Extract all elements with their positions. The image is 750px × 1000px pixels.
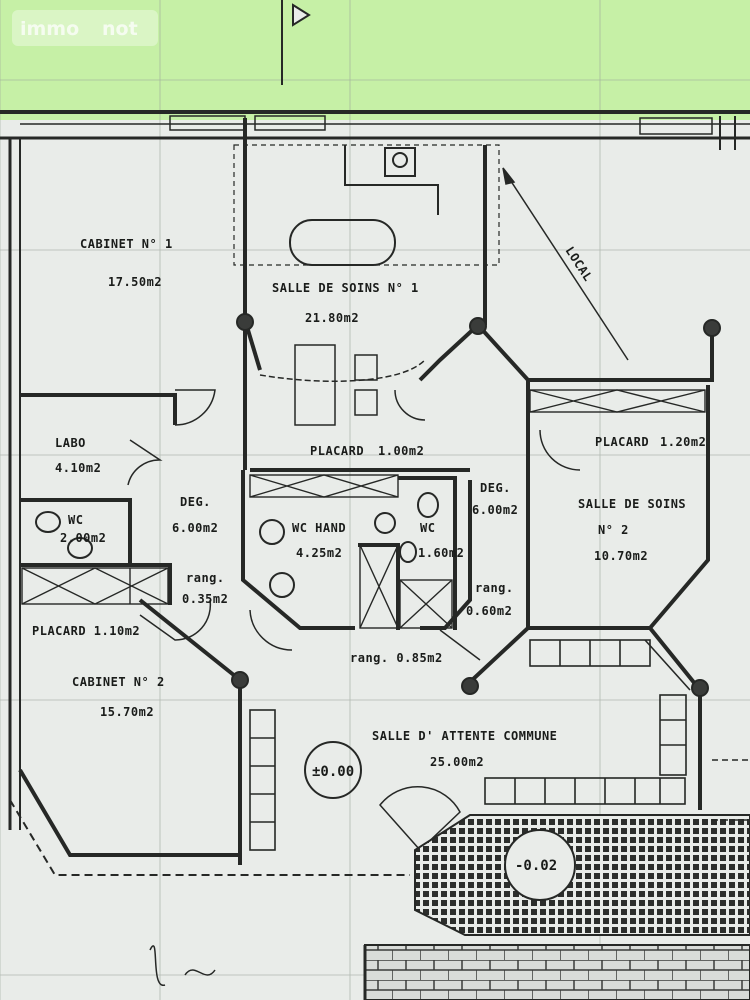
soins1-name: SALLE DE SOINS N° 1 <box>272 281 419 295</box>
soins2-name: SALLE DE SOINS <box>578 497 686 511</box>
soins2-area: 10.70m2 <box>594 549 648 563</box>
entrance-level: -0.02 <box>515 858 557 874</box>
waiting-seats <box>249 639 691 851</box>
placard3-label: PLACARD 1.10m2 <box>32 624 140 638</box>
fixtures <box>35 145 439 598</box>
entrance-tiles <box>414 814 750 936</box>
labo-area: 4.10m2 <box>55 461 101 475</box>
attente-name: SALLE D' ATTENTE COMMUNE <box>372 729 557 743</box>
wc2-area: 1.60m2 <box>418 546 464 560</box>
placard-hatches <box>21 389 706 629</box>
labo-name: LABO <box>55 436 86 450</box>
wchand-name: WC HAND <box>292 521 346 535</box>
deg1-area: 6.00m2 <box>172 521 218 535</box>
wchand-area: 4.25m2 <box>296 546 342 560</box>
rang3-label: rang. 0.85m2 <box>350 651 443 665</box>
placard2-name: PLACARD <box>595 435 649 449</box>
attente-area: 25.00m2 <box>430 755 484 769</box>
screen-tint <box>0 0 750 120</box>
placard1-area: 1.00m2 <box>378 444 424 458</box>
left-outer-wall <box>8 138 410 876</box>
wc1-name: WC <box>68 513 83 527</box>
cabinet2-area: 15.70m2 <box>100 705 154 719</box>
watermark-left: immo <box>20 18 79 40</box>
rang1-name: rang. <box>186 571 225 585</box>
entrance-level-circle <box>504 829 576 901</box>
cabinet1-area: 17.50m2 <box>108 275 162 289</box>
facade-top <box>0 110 750 150</box>
main-level-circle <box>304 741 362 799</box>
placard1-name: PLACARD <box>310 444 364 458</box>
local-arrow-icon <box>502 167 629 361</box>
deg2-area: 6.00m2 <box>472 503 518 517</box>
deg1-name: DEG. <box>180 495 211 509</box>
rang1-area: 0.35m2 <box>182 592 228 606</box>
deg2-name: DEG. <box>480 481 511 495</box>
right-edge-wall <box>712 759 750 821</box>
watermark-right: not <box>102 18 138 40</box>
rang2-name: rang. <box>475 581 514 595</box>
soins1-area: 21.80m2 <box>305 311 359 325</box>
structural-columns <box>231 313 721 697</box>
paving-strip <box>364 944 750 1000</box>
wc1-area: 2.00m2 <box>60 531 106 545</box>
main-level: ±0.00 <box>312 764 354 780</box>
wc2-name: WC <box>420 521 435 535</box>
placard2-area: 1.20m2 <box>660 435 706 449</box>
rang2-area: 0.60m2 <box>466 604 512 618</box>
immonot-watermark: immo not <box>12 10 158 46</box>
bottom-left-sketch <box>149 945 216 986</box>
cabinet2-name: CABINET N° 2 <box>72 675 165 689</box>
cabinet1-name: CABINET N° 1 <box>80 237 173 251</box>
north-arrow-icon <box>281 0 311 85</box>
soins2-num: N° 2 <box>598 523 629 537</box>
